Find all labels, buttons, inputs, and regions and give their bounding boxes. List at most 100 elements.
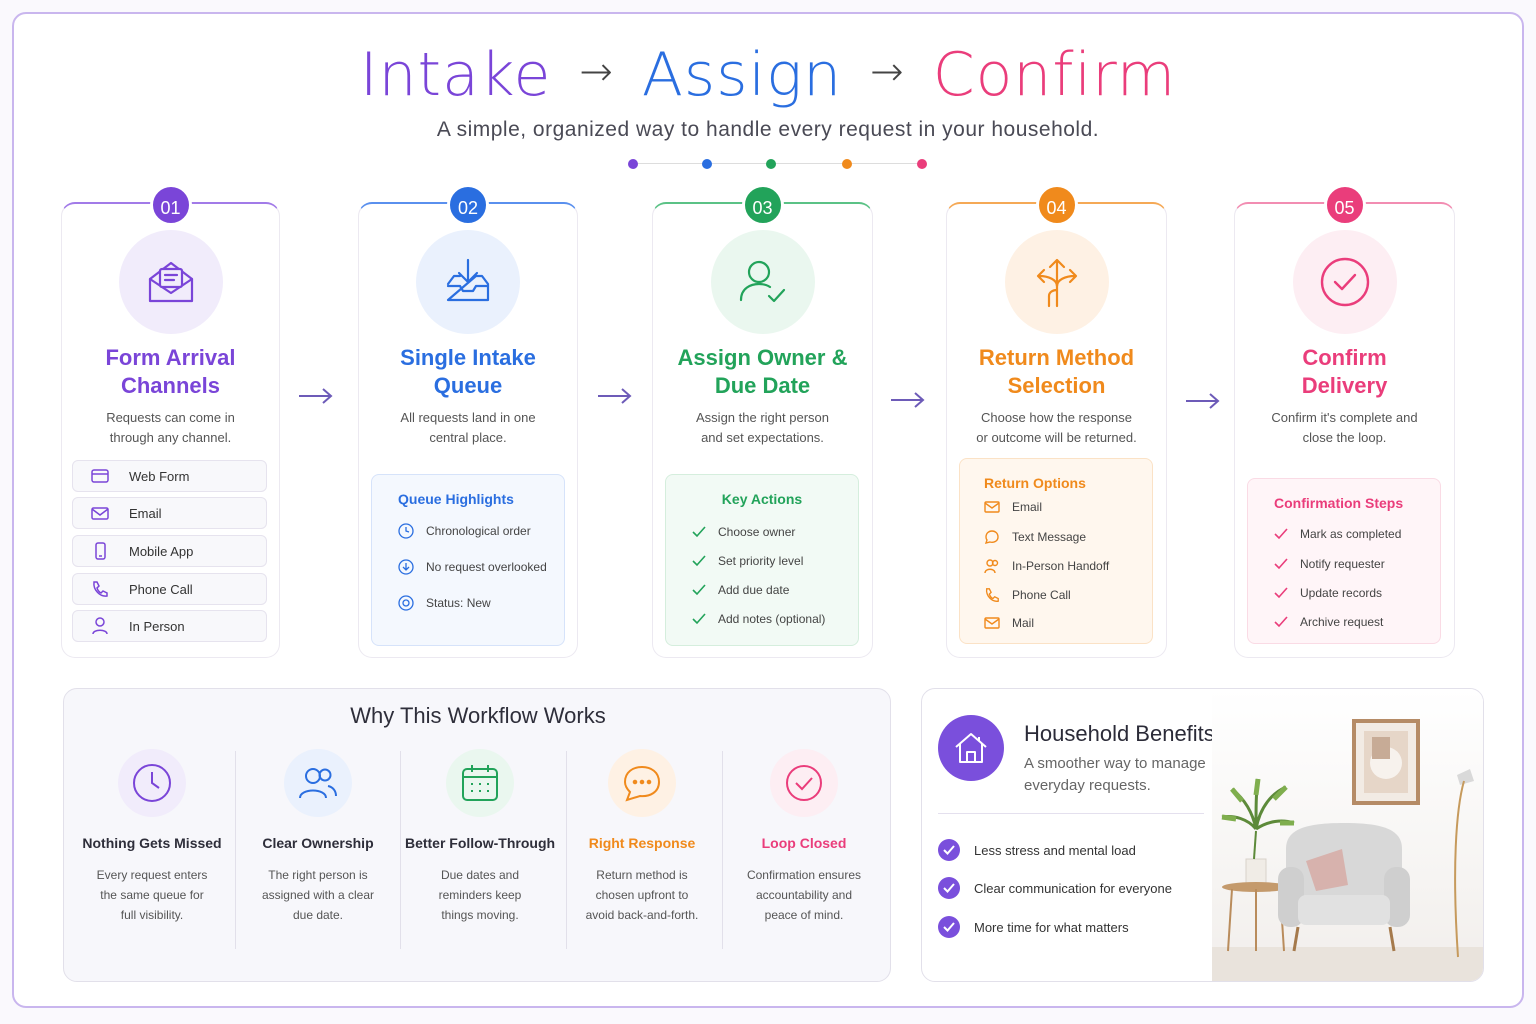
check-icon <box>692 613 706 625</box>
divider <box>566 751 567 949</box>
channel-phone-call[interactable]: Phone Call <box>72 573 267 605</box>
step-card-assign-owner: 03 Assign Owner &Due Date Assign the rig… <box>652 184 873 658</box>
home-icon <box>938 715 1004 781</box>
calendar-icon <box>446 749 514 817</box>
list-item: Add due date <box>692 583 789 597</box>
mail-icon <box>984 617 1000 629</box>
status-icon <box>398 595 414 611</box>
key-actions-panel: Key Actions Choose owner Set priority le… <box>665 474 859 646</box>
page-title: Intake → Assign → Confirm <box>0 40 1536 110</box>
return-options-panel: Return Options Email Text Message In-Per… <box>959 458 1153 644</box>
step-title: Assign Owner &Due Date <box>677 345 848 398</box>
why-workflow-panel: Why This Workflow Works Nothing Gets Mis… <box>63 688 891 982</box>
email-icon <box>984 501 1000 513</box>
check-icon <box>1274 616 1288 628</box>
benefit-item: More time for what matters <box>938 916 1129 938</box>
check-icon <box>1274 587 1288 599</box>
divider <box>722 751 723 949</box>
benefit-item: Less stress and mental load <box>938 839 1136 861</box>
step-number-badge: 05 <box>1323 184 1366 226</box>
list-item: Phone Call <box>984 587 1071 603</box>
check-icon <box>692 526 706 538</box>
list-item: Email <box>984 500 1042 514</box>
check-icon <box>938 839 960 861</box>
web-form-icon <box>91 469 109 483</box>
phone-icon <box>93 581 108 597</box>
people-icon <box>984 559 999 574</box>
person-icon <box>92 617 108 635</box>
list-item: Status: New <box>398 595 491 611</box>
list-item: Mail <box>984 616 1034 630</box>
list-item: Mark as completed <box>1274 527 1401 541</box>
panel-title: Queue Highlights <box>398 491 514 507</box>
list-item: Notify requester <box>1274 557 1385 571</box>
divider <box>938 813 1204 814</box>
flow-arrow-icon <box>891 392 925 408</box>
benefit-item: Clear communication for everyone <box>938 877 1172 899</box>
page-subtitle: A simple, organized way to handle every … <box>436 118 1100 141</box>
check-icon <box>938 916 960 938</box>
envelope-form-icon <box>118 230 223 334</box>
panel-title: Confirmation Steps <box>1274 495 1404 511</box>
title-intake: Intake <box>359 40 552 110</box>
check-icon <box>1274 558 1288 570</box>
flow-arrow-icon <box>598 388 632 404</box>
check-circle-icon <box>1292 230 1397 334</box>
flow-arrow-icon <box>1186 393 1220 409</box>
list-item: Choose owner <box>692 525 795 539</box>
list-item: No request overlooked <box>398 559 547 575</box>
living-room-illustration <box>1212 689 1483 981</box>
household-benefits-panel: Household Benefits A smoother way to man… <box>921 688 1484 982</box>
split-arrows-icon <box>1004 230 1109 334</box>
mobile-icon <box>95 542 106 560</box>
queue-highlights-panel: Queue Highlights Chronological order No … <box>371 474 565 646</box>
divider <box>235 751 236 949</box>
panel-title: Key Actions <box>721 491 803 507</box>
why-item-nothing-missed: Nothing Gets Missed Every request enters… <box>80 749 224 957</box>
dot-orange <box>842 159 852 169</box>
list-item: Set priority level <box>692 554 803 568</box>
step-number-badge: 01 <box>149 184 192 226</box>
title-arrow: → <box>579 49 614 95</box>
channel-web-form[interactable]: Web Form <box>72 460 267 492</box>
chat-bubble-icon <box>608 749 676 817</box>
why-title: Why This Workflow Works <box>350 703 606 728</box>
title-confirm: Confirm <box>932 40 1177 110</box>
channel-in-person[interactable]: In Person <box>72 610 267 642</box>
list-item: In-Person Handoff <box>984 558 1109 574</box>
channel-mobile-app[interactable]: Mobile App <box>72 535 267 567</box>
dot-purple <box>628 159 638 169</box>
clock-icon <box>398 523 414 539</box>
title-assign: Assign <box>641 40 843 110</box>
inbox-download-icon <box>416 230 520 334</box>
clock-icon <box>118 749 186 817</box>
list-item: Add notes (optional) <box>692 612 825 626</box>
dot-green <box>766 159 776 169</box>
list-item: Update records <box>1274 586 1382 600</box>
title-arrow: → <box>870 49 905 95</box>
panel-title: Return Options <box>984 475 1086 491</box>
dot-pink <box>917 159 927 169</box>
step-number-badge: 02 <box>447 184 489 226</box>
email-icon <box>91 507 109 520</box>
arrow-down-circle-icon <box>398 559 414 575</box>
channel-email[interactable]: Email <box>72 497 267 529</box>
user-check-icon <box>710 230 815 334</box>
check-icon <box>692 555 706 567</box>
dot-blue <box>702 159 712 169</box>
list-item: Archive request <box>1274 615 1383 629</box>
